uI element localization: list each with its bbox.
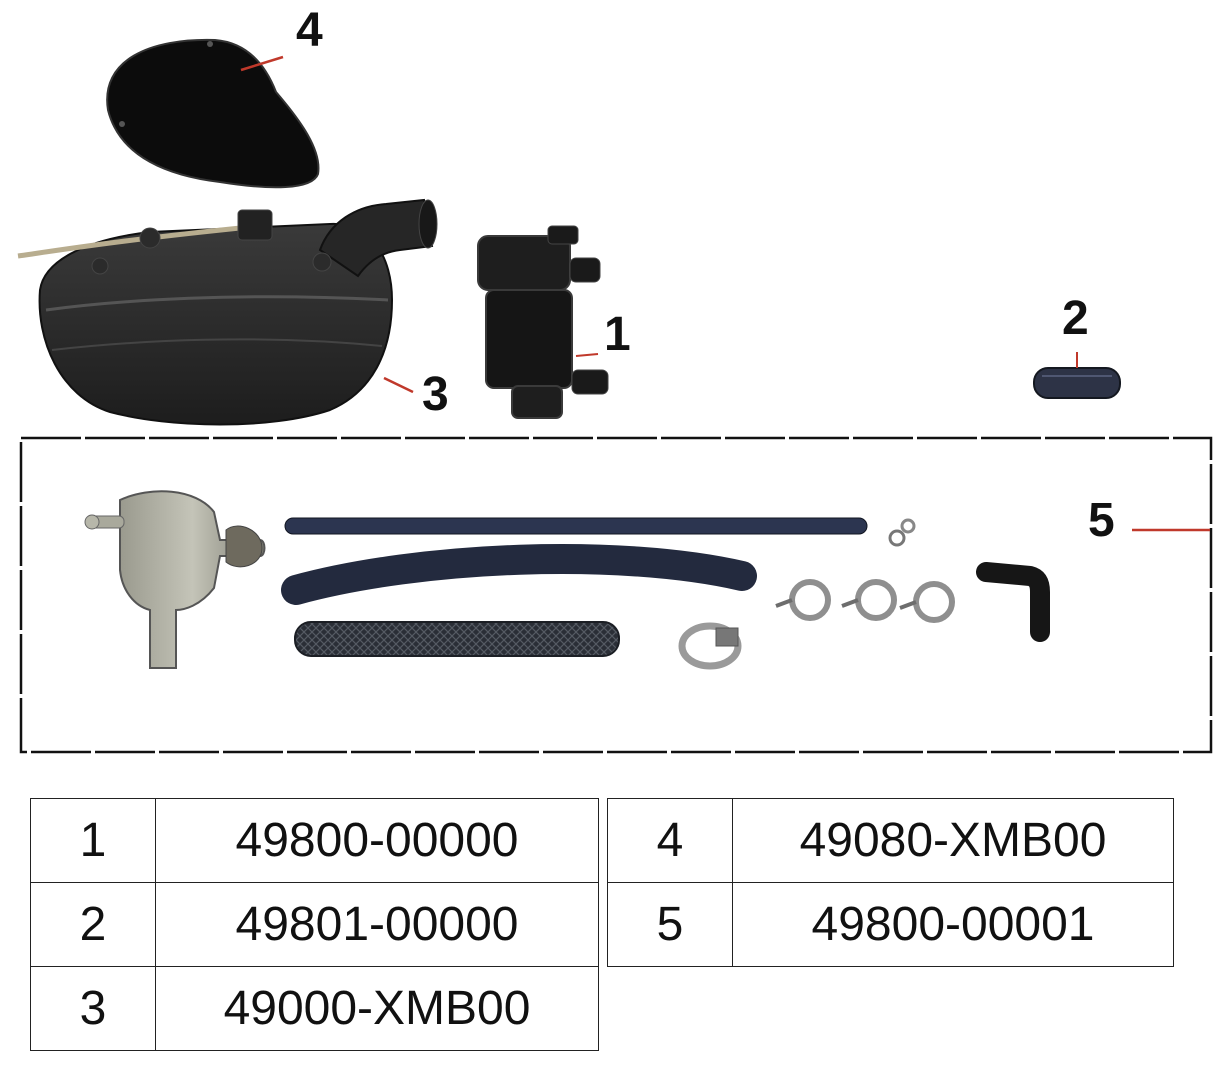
leader-line-1 [575, 353, 599, 357]
part-number: 4 [607, 798, 733, 883]
parts-table-left: 1 49800-00000 2 49801-00000 3 49000-XMB0… [30, 798, 599, 1051]
exploded-parts-diagram: 4 3 1 2 [17, 4, 1213, 754]
callout-2: 2 [1062, 292, 1089, 345]
table-row: 1 49800-00000 [30, 798, 599, 883]
callout-1: 1 [604, 308, 631, 361]
part-number: 3 [30, 966, 156, 1051]
kit-frame-part-5 [19, 436, 1213, 754]
callout-4: 4 [296, 4, 323, 57]
kit-valve-assembly [84, 490, 266, 669]
part-code: 49801-00000 [155, 882, 599, 967]
part-number: 5 [607, 882, 733, 967]
part-code: 49080-XMB00 [732, 798, 1174, 883]
part-code: 49800-00000 [155, 798, 599, 883]
callout-3: 3 [422, 368, 449, 421]
part-code: 49000-XMB00 [155, 966, 599, 1051]
part-number: 1 [30, 798, 156, 883]
leader-line-3 [383, 376, 414, 394]
kit-elbow-hose [976, 562, 1050, 642]
kit-braided-hose [294, 621, 620, 657]
callout-5: 5 [1088, 494, 1115, 547]
table-row: 4 49080-XMB00 [607, 798, 1174, 883]
kit-curved-hose [281, 544, 757, 605]
leader-line-4 [240, 55, 284, 72]
short-hose-part-2 [1033, 367, 1121, 399]
filter-foam-part-4 [106, 38, 320, 189]
table-row: 2 49801-00000 [30, 882, 599, 967]
kit-spring-clamps [775, 579, 955, 623]
part-code: 49800-00001 [732, 882, 1174, 967]
parts-table-right: 4 49080-XMB00 5 49800-00001 [607, 798, 1174, 967]
kit-thin-hose [284, 517, 868, 535]
kit-band-clamp [678, 622, 742, 670]
table-row: 5 49800-00001 [607, 882, 1174, 967]
air-filter-box-part-3 [17, 198, 438, 426]
kit-contents-part-5 [84, 490, 1050, 670]
table-row: 3 49000-XMB00 [30, 966, 599, 1051]
valve-body-part-1 [477, 225, 609, 419]
kit-small-clamp [888, 518, 916, 547]
part-number: 2 [30, 882, 156, 967]
